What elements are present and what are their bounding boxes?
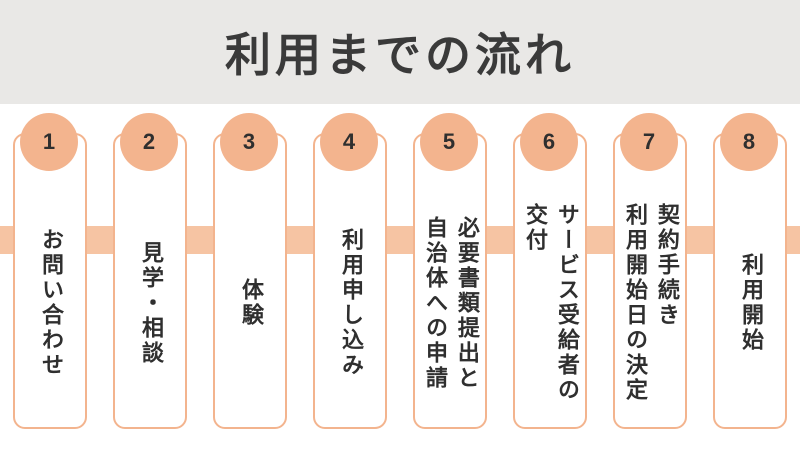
step-label: 利用開始	[737, 253, 763, 353]
page-title: 利用までの流れ	[225, 28, 575, 82]
step-4: 利用申し込み 4	[300, 113, 400, 433]
step-5: 必要書類提出と 自治体への申請 5	[400, 113, 500, 433]
step-number-badge: 1	[20, 113, 78, 171]
step-number-badge: 4	[320, 113, 378, 171]
step-card: 体験	[213, 133, 287, 429]
step-label: 契約手続き 利用開始日の決定	[622, 203, 679, 403]
step-8: 利用開始 8	[700, 113, 800, 433]
step-label: 利用申し込み	[337, 228, 363, 378]
step-6: サービス受給者の 交付 6	[500, 113, 600, 433]
step-number-badge: 2	[120, 113, 178, 171]
step-number-badge: 8	[720, 113, 778, 171]
step-1: お問い合わせ 1	[0, 113, 100, 433]
step-number-badge: 5	[420, 113, 478, 171]
step-card: 利用開始	[713, 133, 787, 429]
step-7: 契約手続き 利用開始日の決定 7	[600, 113, 700, 433]
step-number-badge: 7	[620, 113, 678, 171]
step-card: 契約手続き 利用開始日の決定	[613, 133, 687, 429]
step-label: サービス受給者の 交付	[522, 203, 579, 403]
step-card: サービス受給者の 交付	[513, 133, 587, 429]
step-label: 体験	[237, 278, 263, 328]
step-card: 必要書類提出と 自治体への申請	[413, 133, 487, 429]
step-label: お問い合わせ	[37, 228, 63, 378]
header-bar: 利用までの流れ	[0, 0, 800, 104]
step-2: 見学・相談 2	[100, 113, 200, 433]
step-card: お問い合わせ	[13, 133, 87, 429]
step-3: 体験 3	[200, 113, 300, 433]
step-number-badge: 3	[220, 113, 278, 171]
step-label: 見学・相談	[137, 240, 163, 366]
step-card: 見学・相談	[113, 133, 187, 429]
step-label: 必要書類提出と 自治体への申請	[422, 215, 479, 391]
step-number-badge: 6	[520, 113, 578, 171]
step-card: 利用申し込み	[313, 133, 387, 429]
